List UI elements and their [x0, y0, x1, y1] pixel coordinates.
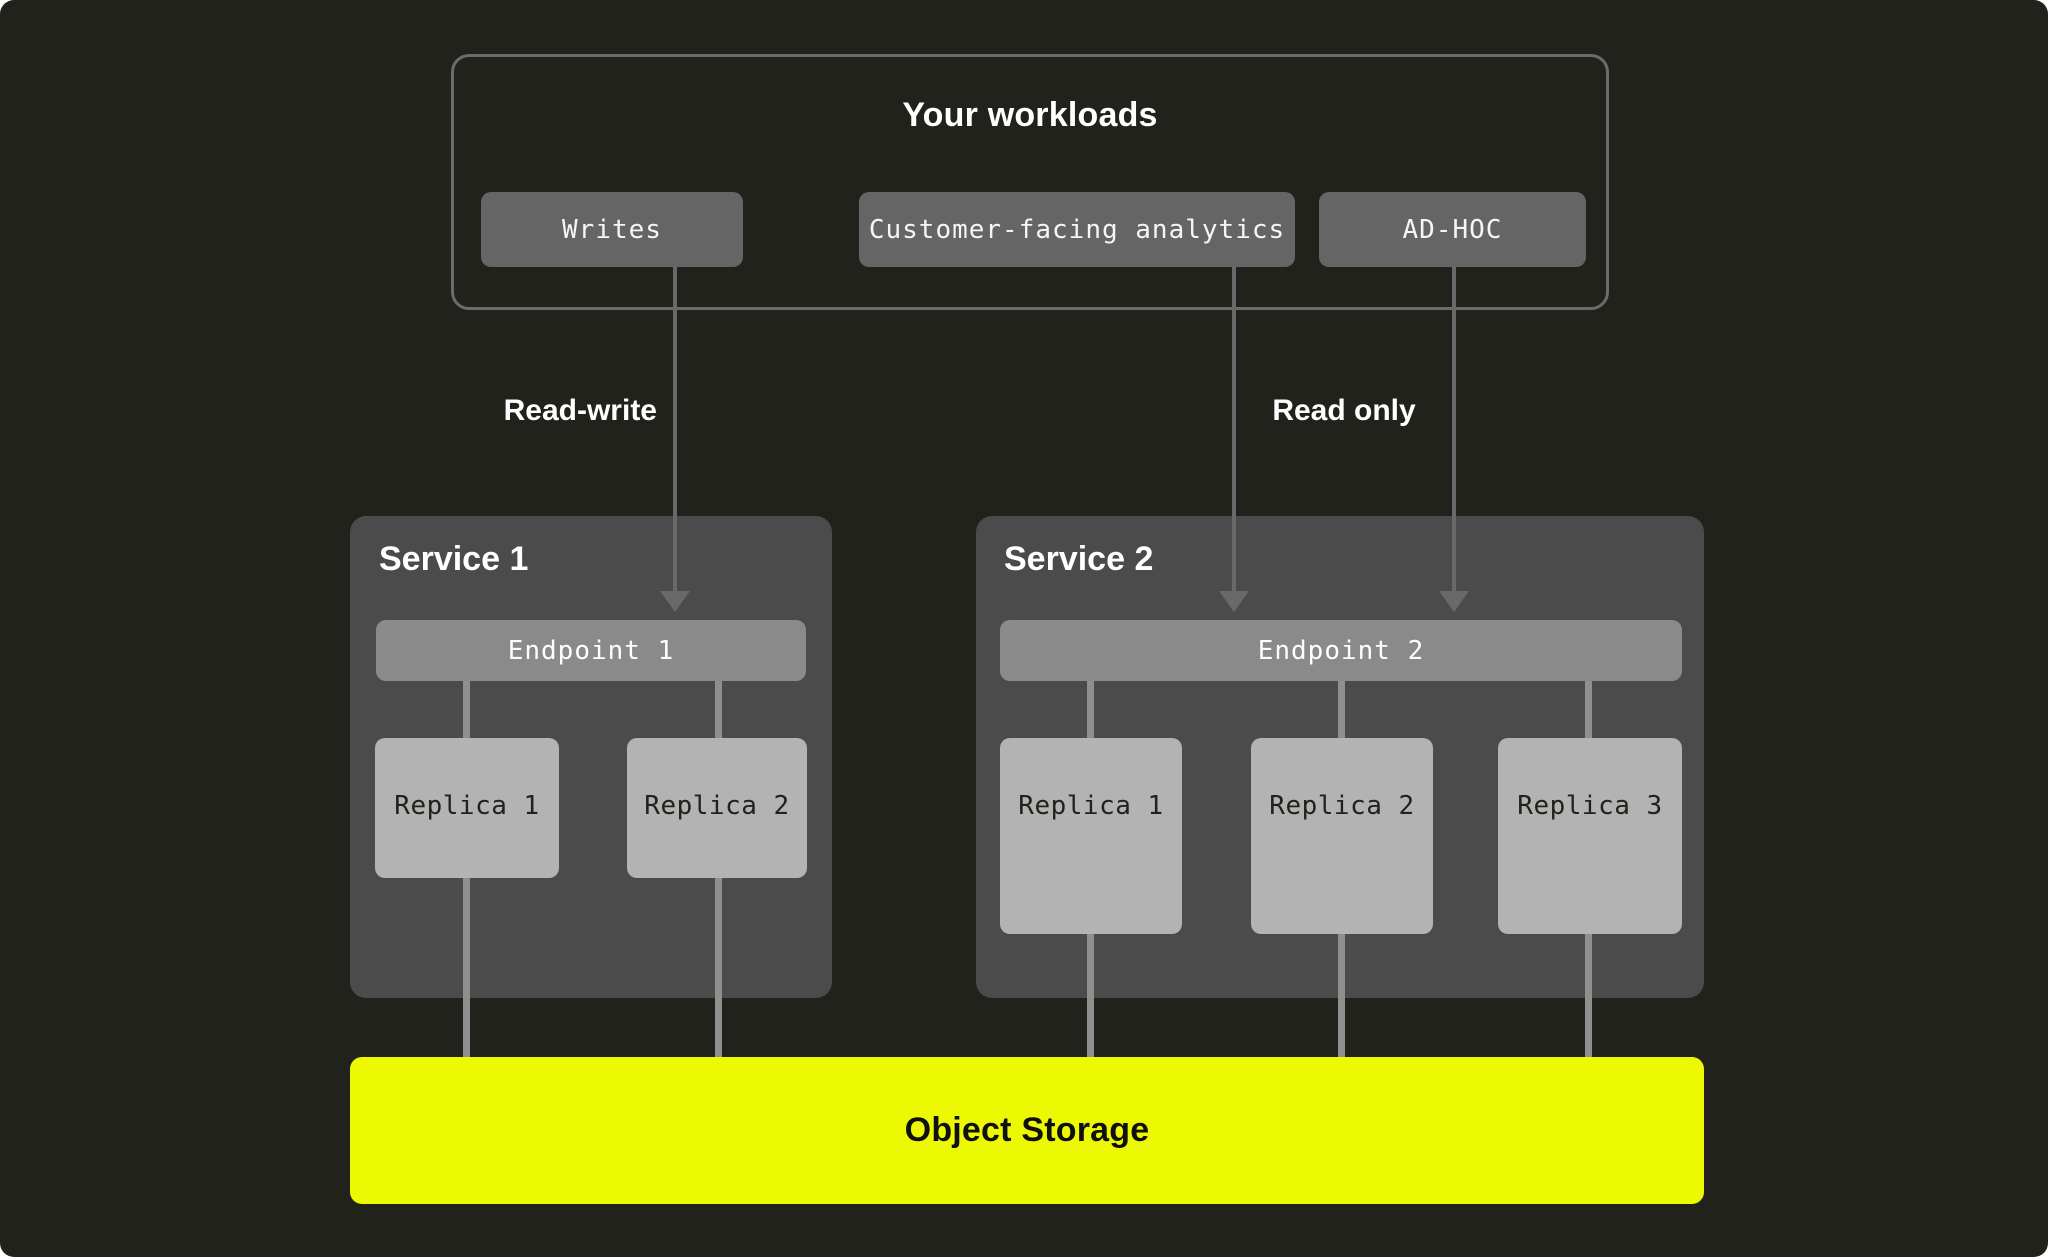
- arrow-down-icon: [1219, 591, 1249, 612]
- service-2-replica-2: Replica 2: [1251, 738, 1433, 934]
- workload-writes-node: Writes: [481, 192, 743, 267]
- workloads-title: Your workloads: [902, 96, 1158, 134]
- arrow-read-write-line: [673, 266, 677, 592]
- arrow-read-only-line-2: [1452, 266, 1456, 592]
- arrow-down-icon: [1439, 591, 1469, 612]
- service-2-replica-1: Replica 1: [1000, 738, 1182, 934]
- service-1-title: Service 1: [379, 540, 529, 578]
- object-storage-node: Object Storage: [350, 1057, 1704, 1204]
- arrow-down-icon: [660, 591, 690, 612]
- read-only-label: Read only: [1272, 394, 1416, 427]
- your-workloads-group: [451, 54, 1609, 310]
- workload-analytics-node: Customer-facing analytics: [859, 192, 1295, 267]
- service-2-title: Service 2: [1004, 540, 1154, 578]
- endpoint-1-node: Endpoint 1: [376, 620, 806, 681]
- endpoint-2-node: Endpoint 2: [1000, 620, 1682, 681]
- service-1-replica-2: Replica 2: [627, 738, 807, 878]
- service-1-replica-1: Replica 1: [375, 738, 559, 878]
- service-2-replica-3: Replica 3: [1498, 738, 1682, 934]
- arrow-read-only-line-1: [1232, 266, 1236, 592]
- workload-adhoc-node: AD-HOC: [1319, 192, 1586, 267]
- read-write-label: Read-write: [503, 394, 657, 427]
